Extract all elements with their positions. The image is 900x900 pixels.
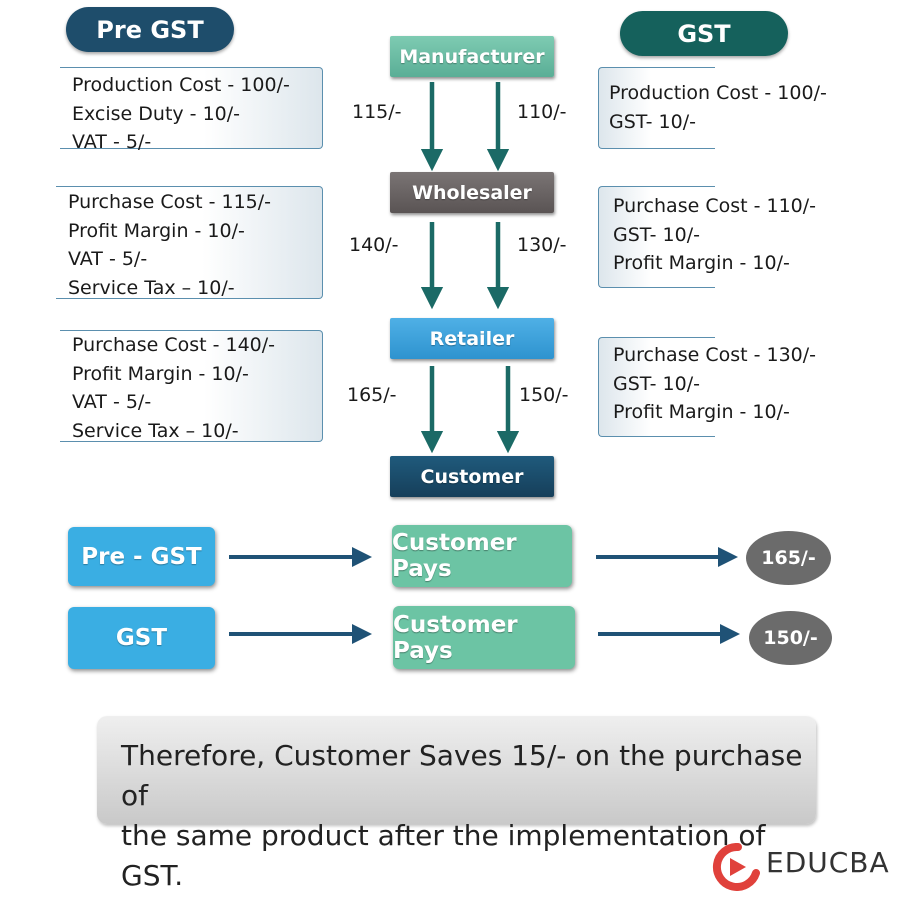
gst-manufacturer-text: Production Cost - 100/- GST- 10/- bbox=[609, 79, 827, 136]
gst-header: GST bbox=[620, 11, 788, 56]
box-line: GST- 10/- bbox=[613, 372, 700, 395]
gst-wholesaler-box bbox=[598, 186, 715, 288]
box-line: VAT - 5/- bbox=[68, 248, 148, 270]
conclusion-line-2: the same product after the implementatio… bbox=[121, 819, 766, 892]
box-line: VAT - 5/- bbox=[72, 131, 152, 153]
pre-amount-3: 165/- bbox=[347, 384, 397, 406]
box-line: Profit Margin - 10/- bbox=[613, 401, 790, 423]
pre-gst-retailer-box: Purchase Cost - 140/- Profit Margin - 10… bbox=[60, 330, 323, 442]
gst-manufacturer-box bbox=[598, 67, 715, 149]
conclusion-box: Therefore, Customer Saves 15/- on the pu… bbox=[97, 716, 816, 892]
wholesaler-node: Wholesaler bbox=[390, 172, 554, 213]
pre-gst-manufacturer-box: Production Cost - 100/- Excise Duty - 10… bbox=[60, 67, 323, 153]
box-line: Service Tax – 10/- bbox=[72, 419, 239, 442]
box-line: Profit Margin - 10/- bbox=[613, 252, 790, 274]
box-line: Profit Margin - 10/- bbox=[72, 362, 249, 385]
gst-retailer-box bbox=[598, 337, 715, 437]
box-line: Excise Duty - 10/- bbox=[72, 102, 241, 125]
box-line: GST- 10/- bbox=[609, 110, 696, 133]
gst-retailer-text: Purchase Cost - 130/- GST- 10/- Profit M… bbox=[613, 341, 816, 427]
manufacturer-node: Manufacturer bbox=[390, 36, 554, 77]
pre-gst-customer-pays-box: Customer Pays bbox=[392, 525, 572, 587]
comparison-arrows bbox=[229, 547, 740, 644]
gst-total-oval: 150/- bbox=[749, 611, 832, 665]
box-line: Purchase Cost - 115/- bbox=[68, 191, 272, 213]
customer-node: Customer bbox=[390, 456, 554, 497]
pre-gst-label-box: Pre - GST bbox=[68, 527, 215, 586]
gst-amount-3: 150/- bbox=[519, 384, 569, 406]
box-line: Service Tax – 10/- bbox=[68, 276, 235, 299]
gst-customer-pays-box: Customer Pays bbox=[393, 606, 575, 669]
pre-gst-total-oval: 165/- bbox=[746, 531, 831, 585]
gst-amount-1: 110/- bbox=[517, 101, 567, 123]
gst-amount-2: 130/- bbox=[517, 234, 567, 256]
pre-amount-1: 115/- bbox=[352, 101, 402, 123]
flow-arrows bbox=[420, 82, 520, 454]
box-line: Purchase Cost - 110/- bbox=[613, 195, 817, 217]
box-line: Purchase Cost - 130/- bbox=[613, 344, 817, 366]
box-line: Production Cost - 100/- bbox=[72, 74, 290, 96]
box-line: Production Cost - 100/- bbox=[609, 82, 827, 104]
pre-amount-2: 140/- bbox=[349, 234, 399, 256]
pre-gst-wholesaler-box: Purchase Cost - 115/- Profit Margin - 10… bbox=[56, 186, 323, 299]
retailer-node: Retailer bbox=[390, 318, 554, 359]
box-line: Purchase Cost - 140/- bbox=[72, 334, 276, 356]
box-line: Profit Margin - 10/- bbox=[68, 219, 245, 242]
educba-play-icon bbox=[712, 843, 760, 891]
gst-label-box: GST bbox=[68, 607, 215, 669]
box-line: VAT - 5/- bbox=[72, 391, 152, 413]
educba-logo-text: EDUCBA bbox=[766, 846, 890, 879]
conclusion-line-1: Therefore, Customer Saves 15/- on the pu… bbox=[121, 739, 803, 812]
gst-wholesaler-text: Purchase Cost - 110/- GST- 10/- Profit M… bbox=[613, 192, 816, 278]
box-line: GST- 10/- bbox=[613, 223, 700, 246]
pre-gst-header: Pre GST bbox=[66, 7, 234, 52]
